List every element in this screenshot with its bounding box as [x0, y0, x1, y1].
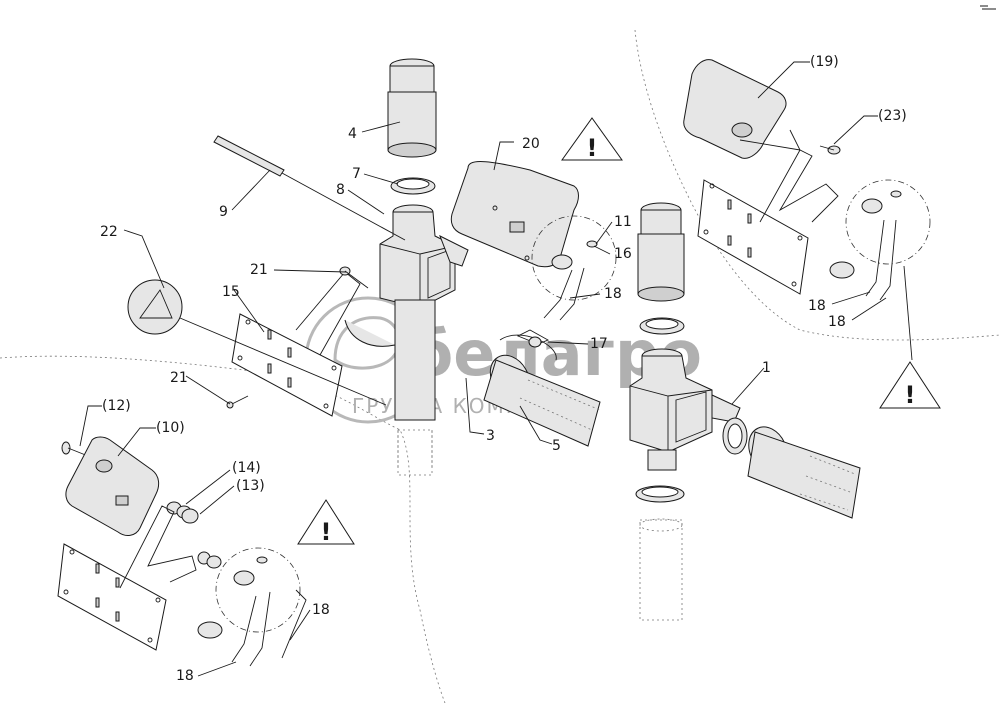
part-ring-lower-right: [635, 485, 685, 503]
boundary-lines: [0, 29, 1000, 703]
label-21-upper: 21: [250, 262, 268, 278]
warning-triangle-icon: !: [879, 361, 941, 409]
part-4-tube-upper: [387, 58, 437, 158]
detail-circle-center: [531, 215, 617, 321]
leader-lines: [79, 61, 887, 677]
label-18-lower-b: 18: [176, 668, 194, 684]
part-21-bolt-lower: [226, 395, 249, 409]
part-washers-lower: [197, 551, 222, 569]
label-5: 5: [552, 438, 561, 454]
label-19: (19): [810, 54, 839, 70]
part-tube-upper-right: [637, 202, 685, 302]
label-16: 16: [614, 246, 632, 262]
part-22-label-disc: [127, 279, 387, 406]
part-20-cover: [450, 161, 579, 268]
label-13: (13): [236, 478, 265, 494]
label-18-right-a: 18: [808, 298, 826, 314]
label-9: 9: [219, 204, 228, 220]
corner-mark: [980, 5, 996, 10]
part-19-cover: [683, 59, 801, 159]
part-3-pipe-lower-left: [344, 299, 436, 476]
label-3: 3: [486, 428, 495, 444]
plate-lower-left: [57, 505, 197, 651]
label-18-lower-a: 18: [312, 602, 330, 618]
label-8: 8: [336, 182, 345, 198]
label-21-lower: 21: [170, 370, 188, 386]
part-side-ring-right: [722, 417, 748, 455]
label-22: 22: [100, 224, 118, 240]
warning-triangle-icon: !: [297, 499, 355, 546]
label-11: 11: [614, 214, 632, 230]
detail-circle-lower-left: [197, 547, 307, 667]
label-15: 15: [222, 284, 240, 300]
warning-triangle-icon: !: [561, 117, 623, 162]
label-18-center: 18: [604, 286, 622, 302]
warning-symbol: !: [905, 381, 916, 409]
part-13-nut: [181, 508, 199, 524]
part-10-cover: [65, 436, 160, 536]
label-18-right-b: 18: [828, 314, 846, 330]
label-10: (10): [156, 420, 185, 436]
part-pipe-lower-right: [639, 518, 683, 621]
label-14: (14): [232, 460, 261, 476]
part-15-plate: [231, 271, 361, 417]
part-17-clip: [516, 329, 550, 348]
part-1-housing: [629, 348, 741, 471]
part-7-ring: [390, 177, 436, 195]
label-12: (12): [102, 398, 131, 414]
warning-symbol: !: [587, 134, 598, 162]
part-9-pin: [213, 135, 406, 241]
label-7: 7: [352, 166, 361, 182]
part-5-pipe: [483, 334, 601, 447]
part-23-bolt: [819, 145, 841, 155]
part-21-bolt-upper: [339, 266, 369, 289]
part-ring-right: [639, 317, 685, 335]
part-8-housing-left: [379, 204, 469, 309]
plate-upper-right: [697, 149, 839, 295]
part-side-pipe-right: [747, 426, 861, 519]
label-23: (23): [878, 108, 907, 124]
label-4: 4: [348, 126, 357, 142]
label-20: 20: [522, 136, 540, 152]
label-1: 1: [762, 360, 771, 376]
warning-symbol: !: [321, 518, 332, 546]
detail-circle-upper-right: [829, 179, 931, 361]
label-17: 17: [590, 336, 608, 352]
part-labels: 4 7 8 9 22 21 15 21 20 11 16 18 17 3 5 1…: [100, 54, 907, 684]
